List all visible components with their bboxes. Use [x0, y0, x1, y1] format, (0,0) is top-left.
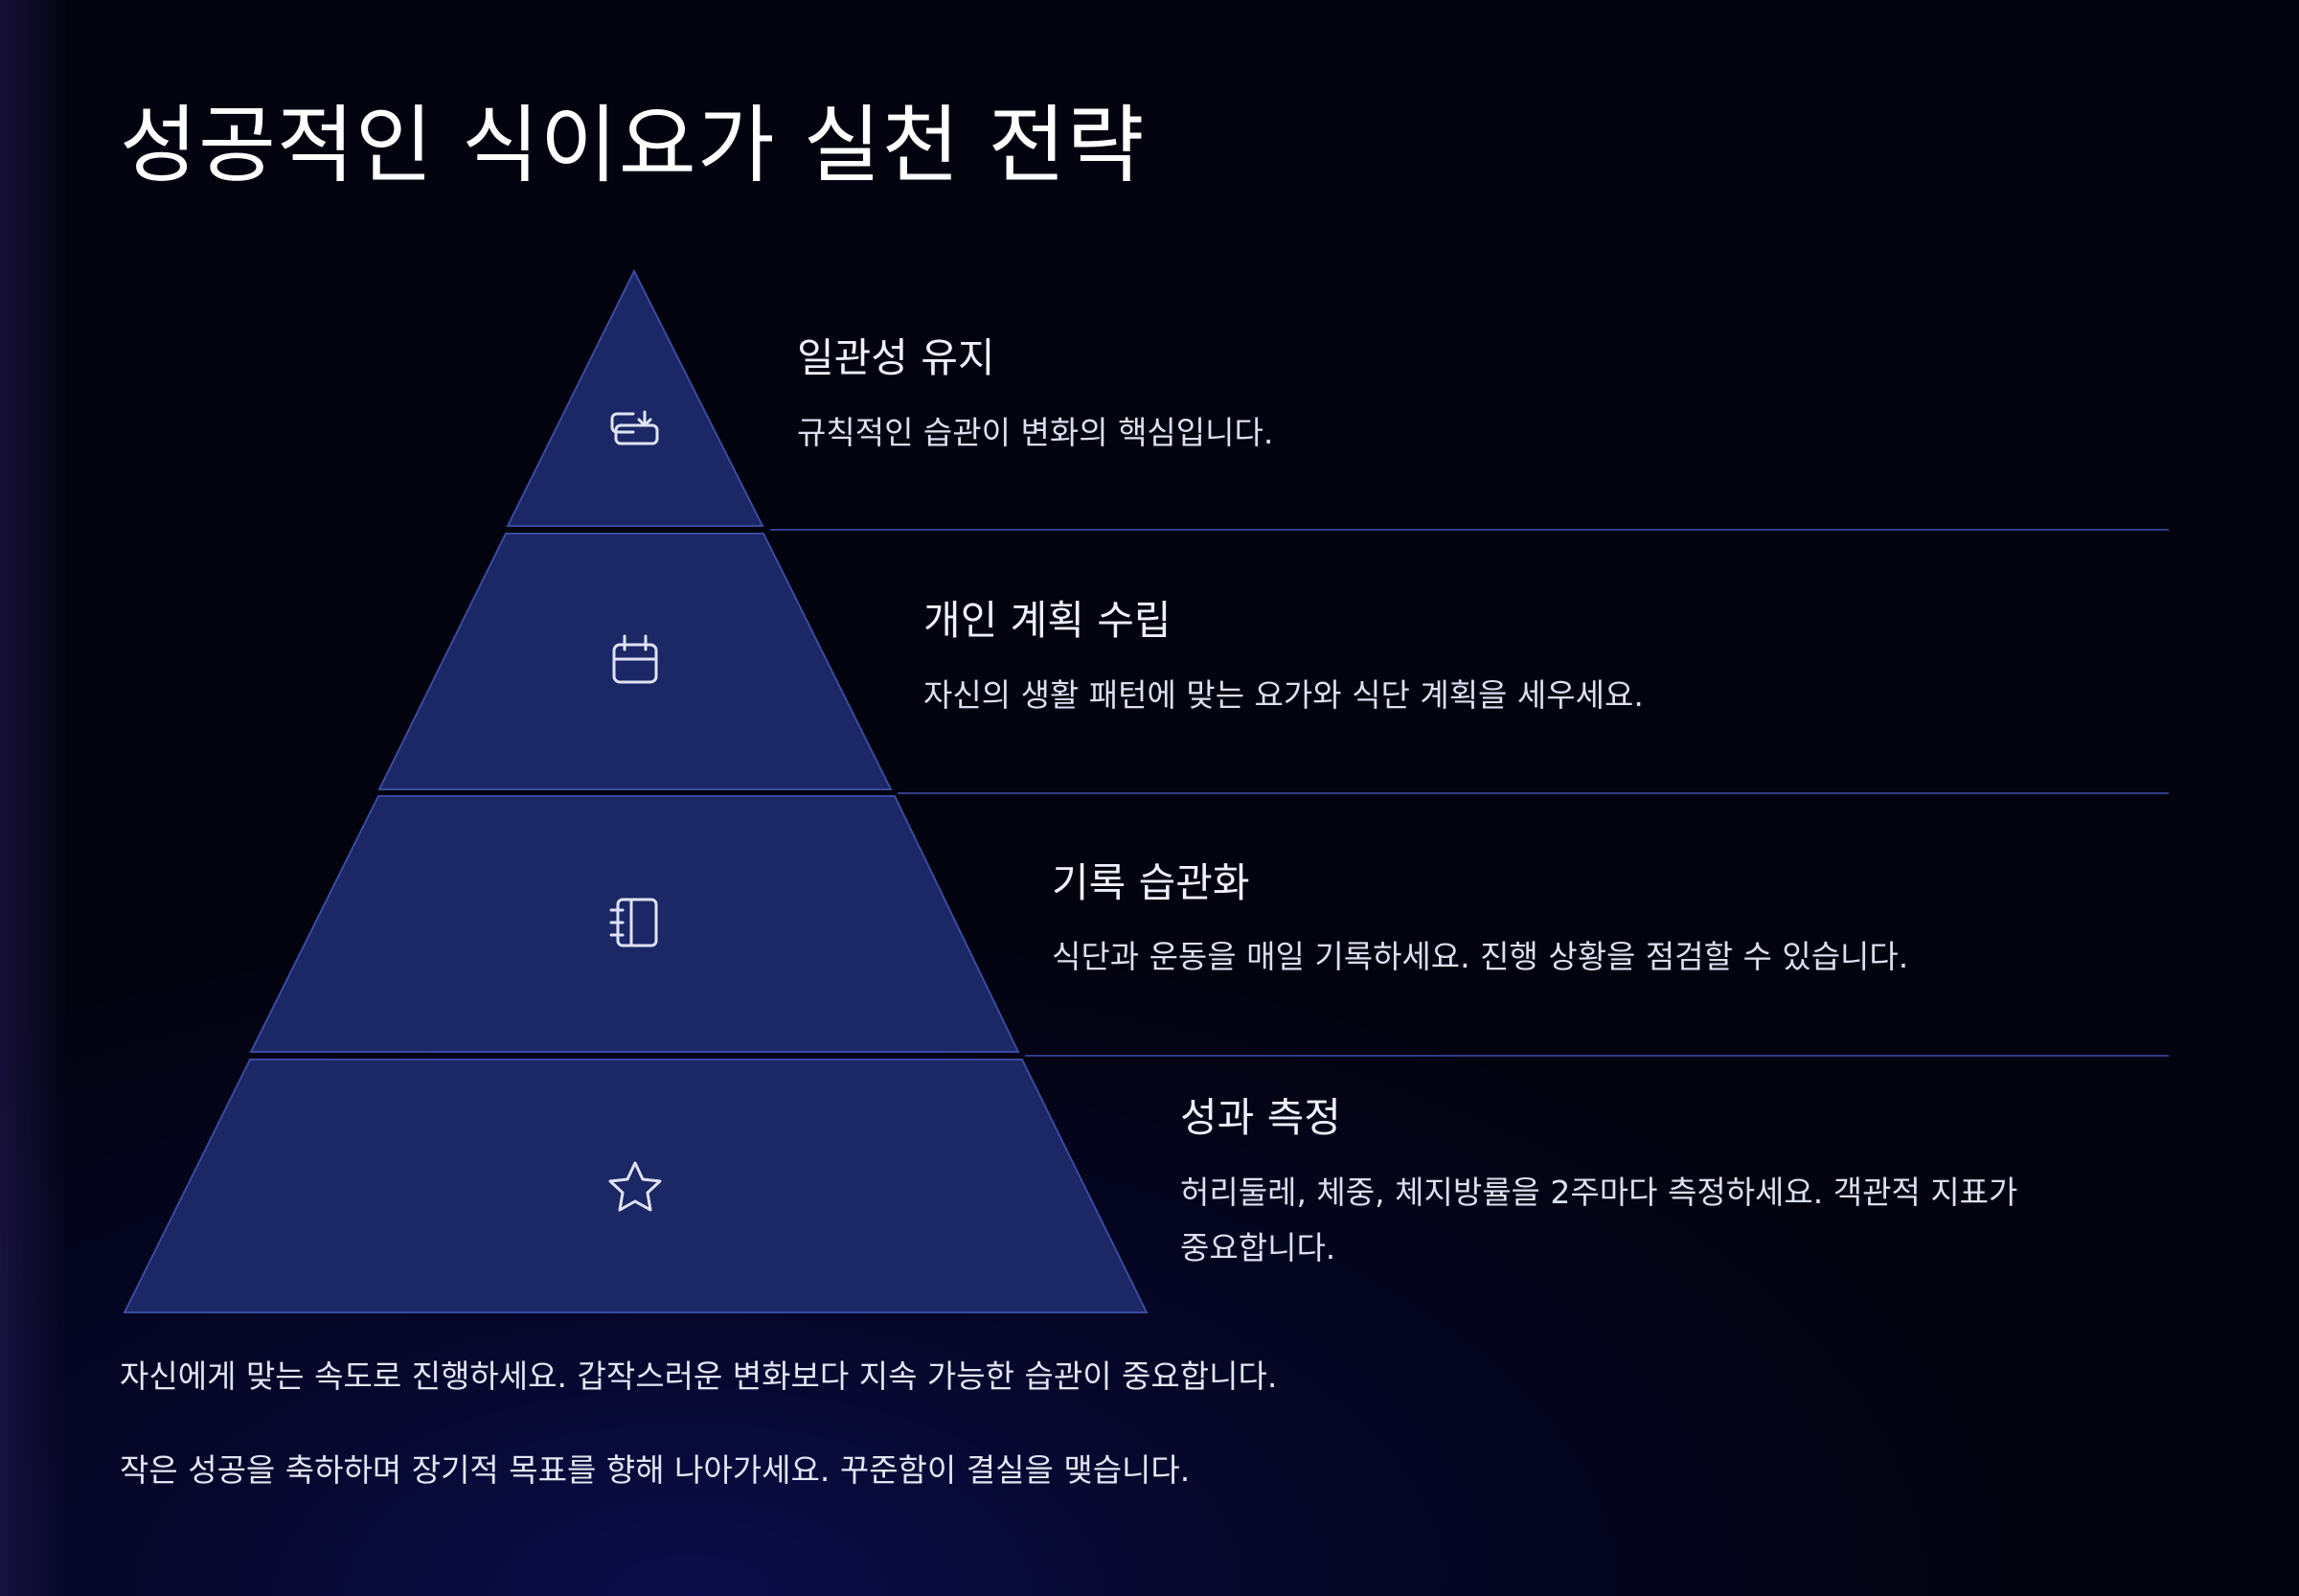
clipboard-arrow-icon — [610, 410, 659, 445]
pyramid-level-3 — [249, 795, 1020, 1053]
level-1-title: 일관성 유지 — [797, 334, 995, 381]
level-4-title: 성과 측정 — [1180, 1094, 1341, 1141]
level-2-title: 개인 계획 수립 — [923, 597, 1172, 644]
pyramid-level-2 — [377, 533, 893, 790]
level-2-description: 자신의 생활 패턴에 맞는 요가와 식단 계획을 세우세요. — [923, 676, 1644, 714]
calendar-icon — [612, 634, 658, 684]
level-1-description: 규칙적인 습관이 변화의 핵심입니다. — [797, 414, 1274, 451]
notebook-icon — [609, 898, 658, 947]
pyramid-level-1 — [506, 268, 764, 527]
level-3-title: 기록 습관화 — [1052, 859, 1250, 906]
footer-note-2: 작은 성공을 축하하며 장기적 목표를 향해 나아가세요. 꾸준함이 결실을 맺… — [120, 1451, 1191, 1489]
level-4-description: 허리둘레, 체중, 체지방률을 2주마다 측정하세요. 객관적 지표가 중요합니… — [1180, 1174, 2018, 1266]
level-3-description: 식단과 운동을 매일 기록하세요. 진행 상황을 점검할 수 있습니다. — [1052, 938, 1909, 975]
pyramid-level-4 — [123, 1059, 1149, 1313]
left-edge-glow — [0, 0, 67, 1596]
page-title: 성공적인 식이요가 실천 전략 — [120, 96, 1146, 194]
footer-note-1: 자신에게 맞는 속도로 진행하세요. 갑작스러운 변화보다 지속 가능한 습관이… — [120, 1357, 1278, 1395]
star-icon — [608, 1161, 662, 1212]
